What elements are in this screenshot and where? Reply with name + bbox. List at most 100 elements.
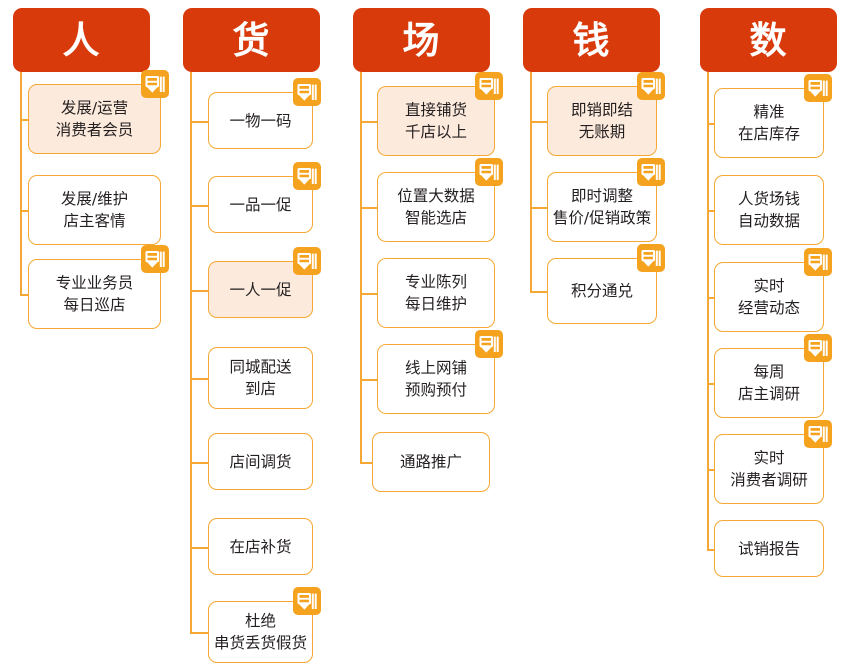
node-label-line: 每日维护 — [404, 295, 467, 313]
column-header-label: 货 — [232, 18, 271, 62]
chuang-badge-icon[interactable] — [637, 244, 665, 272]
chuang-badge-icon[interactable] — [637, 158, 665, 186]
tree-connector — [190, 461, 208, 464]
node-label-line: 自动数据 — [737, 212, 800, 230]
tree-connector — [707, 297, 714, 299]
column-header-qian[interactable]: 钱 — [523, 8, 660, 72]
chuang-badge-icon[interactable] — [475, 330, 503, 358]
tree-connector — [360, 462, 372, 464]
node-box[interactable]: 通路推广 — [372, 432, 490, 492]
tree-connector — [190, 289, 208, 292]
node-label-line: 即时调整 — [570, 187, 633, 205]
node-box[interactable]: 人货场钱自动数据 — [714, 175, 824, 245]
column-header-shu[interactable]: 数 — [700, 8, 837, 72]
tree-connector — [360, 207, 377, 209]
node-box[interactable]: 店间调货 — [208, 433, 313, 490]
chuang-badge-icon[interactable] — [293, 162, 321, 190]
tree-connector — [530, 291, 547, 293]
node-label-line: 串货丢货假货 — [213, 634, 307, 652]
chuang-badge-icon[interactable] — [293, 78, 321, 106]
node-box[interactable]: 同城配送到店 — [208, 347, 313, 409]
node-label-line: 智能选店 — [404, 209, 467, 227]
chuang-badge-icon[interactable] — [475, 72, 503, 100]
tree-trunk-qian — [530, 72, 532, 291]
node-box[interactable]: 发展/运营消费者会员 — [28, 84, 161, 154]
node-label-line: 直接铺货 — [404, 101, 467, 119]
tree-connector — [190, 120, 208, 123]
tree-connector — [707, 210, 714, 212]
node-label-line: 一物一码 — [229, 111, 292, 130]
tree-connector — [360, 379, 377, 381]
tree-trunk-ren — [20, 72, 22, 294]
node-label-line: 积分通兑 — [570, 282, 633, 300]
node-label-line: 专业陈列 — [404, 273, 467, 291]
node-label-line: 消费者调研 — [730, 471, 808, 489]
column-header-label: 场 — [402, 18, 441, 62]
chuang-badge-icon[interactable] — [804, 420, 832, 448]
node-label-line: 无账期 — [578, 123, 626, 141]
tree-connector — [20, 210, 28, 212]
node-label-line: 店间调货 — [229, 452, 292, 471]
column-header-huo[interactable]: 货 — [183, 8, 320, 72]
node-box[interactable]: 每周店主调研 — [714, 348, 824, 418]
chuang-badge-icon[interactable] — [637, 72, 665, 100]
node-label-line: 每日巡店 — [63, 296, 126, 314]
column-header-ren[interactable]: 人 — [13, 8, 150, 72]
node-label-line: 到店 — [244, 380, 276, 398]
chuang-badge-icon[interactable] — [475, 158, 503, 186]
node-label-line: 发展/维护 — [60, 190, 129, 208]
node-box[interactable]: 一人一促 — [208, 261, 313, 318]
node-box[interactable]: 试销报告 — [714, 520, 824, 577]
node-label-line: 试销报告 — [737, 539, 800, 558]
node-label-line: 实时 — [753, 449, 785, 467]
chuang-badge-icon[interactable] — [141, 70, 169, 98]
tree-trunk-chang — [360, 72, 362, 462]
tree-connector — [707, 383, 714, 385]
column-header-label: 钱 — [572, 18, 611, 62]
tree-connector — [190, 632, 208, 634]
column-header-label: 人 — [62, 18, 101, 62]
tree-connector — [707, 548, 714, 551]
node-label-line: 位置大数据 — [397, 187, 475, 205]
node-label-line: 在店库存 — [737, 125, 800, 143]
tree-connector — [190, 204, 208, 207]
node-label-line: 消费者会员 — [55, 121, 134, 139]
tree-connector — [190, 378, 208, 380]
tree-connector — [707, 469, 714, 471]
node-box[interactable]: 杜绝串货丢货假货 — [208, 601, 313, 663]
node-label-line: 人货场钱 — [737, 190, 800, 208]
node-box[interactable]: 在店补货 — [208, 518, 313, 575]
node-box[interactable]: 一品一促 — [208, 176, 313, 233]
node-box[interactable]: 精准在店库存 — [714, 88, 824, 158]
node-label-line: 经营动态 — [737, 299, 800, 317]
chuang-badge-icon[interactable] — [804, 248, 832, 276]
tree-connector — [707, 123, 714, 125]
column-header-chang[interactable]: 场 — [353, 8, 490, 72]
node-label-line: 在店补货 — [229, 537, 292, 556]
tree-connector — [530, 207, 547, 209]
node-label-line: 同城配送 — [229, 358, 292, 376]
node-box[interactable]: 专业陈列每日维护 — [377, 258, 495, 328]
node-label-line: 店主调研 — [737, 385, 800, 403]
node-label-line: 实时 — [753, 277, 785, 295]
chuang-badge-icon[interactable] — [293, 587, 321, 615]
node-label-line: 千店以上 — [404, 123, 467, 141]
tree-connector — [360, 293, 377, 295]
node-label-line: 售价/促销政策 — [552, 209, 652, 227]
node-label-line: 一品一促 — [229, 195, 292, 214]
chuang-badge-icon[interactable] — [293, 247, 321, 275]
node-box[interactable]: 专业业务员每日巡店 — [28, 259, 161, 329]
tree-connector — [360, 121, 377, 123]
node-label-line: 即销即结 — [570, 101, 633, 119]
node-label-line: 专业业务员 — [55, 274, 134, 292]
chuang-badge-icon[interactable] — [141, 245, 169, 273]
tree-connector — [20, 294, 28, 296]
chuang-badge-icon[interactable] — [804, 74, 832, 102]
node-label-line: 发展/运营 — [60, 99, 129, 117]
chuang-badge-icon[interactable] — [804, 334, 832, 362]
node-label-line: 杜绝 — [244, 612, 276, 630]
node-box[interactable]: 发展/维护店主客情 — [28, 175, 161, 245]
node-label-line: 精准 — [753, 103, 785, 121]
node-label-line: 通路推广 — [399, 453, 462, 471]
